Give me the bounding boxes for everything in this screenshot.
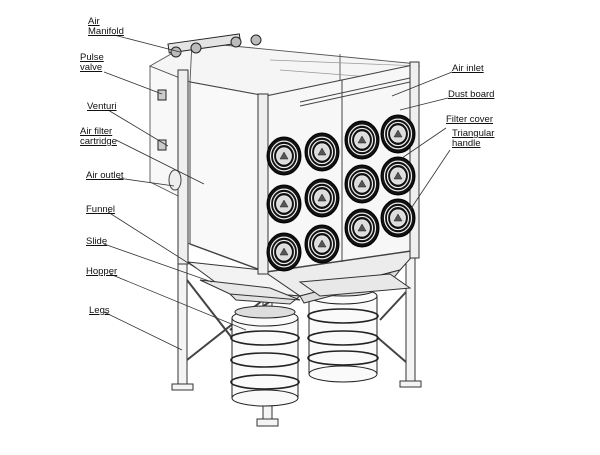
triangular-handle [317,193,327,202]
leader-air-manifold [113,34,181,53]
label-air-outlet: Air outlet [86,170,124,181]
leader-dust-board [399,97,449,111]
leader-venturi [107,109,169,147]
filter-cover [380,156,416,196]
triangular-handle [279,151,289,160]
leader-slide [103,243,213,283]
label-triangular-handle: Triangular handle [452,128,495,149]
foot-plate-right [399,380,422,388]
triangular-handle [393,129,403,138]
triangular-handle [279,199,289,208]
triangular-handle [357,179,367,188]
foot-plate-center [256,418,279,427]
filter-cover [380,114,416,154]
filter-cover-grid [266,114,416,272]
filter-cover [344,164,380,204]
triangular-handle [317,147,327,156]
column-front-center [257,93,269,275]
label-pulse-valve: Pulse valve [80,52,104,73]
pulse-valve-head [190,42,202,54]
leader-air-filter-cartridge [115,139,205,185]
label-air-filter-cartridge: Air filter cartridge [80,126,117,147]
filter-cover [304,178,340,218]
triangular-handle [393,171,403,180]
leader-filter-cover [401,127,447,159]
triangular-handle [357,135,367,144]
leader-air-outlet [117,177,175,187]
filter-cover [344,120,380,160]
triangular-handle [279,247,289,256]
filter-cover [266,136,302,176]
filter-cover [344,208,380,248]
filter-cover [304,132,340,172]
leg-front-right [405,257,416,385]
pulse-valve-head [250,34,262,46]
leader-hopper [109,273,247,331]
label-air-inlet: Air inlet [452,63,484,74]
slide-plate [199,273,412,301]
label-legs: Legs [89,305,110,316]
label-funnel: Funnel [86,204,116,215]
label-slide: Slide [86,236,108,247]
pulse-valve-head [230,36,242,48]
label-dust-board: Dust board [448,89,495,100]
filter-cover [266,184,302,224]
foot-plate-left [171,383,194,391]
leader-air-inlet [391,71,453,97]
filter-cover [380,198,416,238]
leader-triangular-handle [409,149,451,211]
column-front-left [177,69,189,265]
triangular-handle [357,223,367,232]
leader-legs [103,311,183,351]
filter-cover [304,224,340,264]
air-outlet [168,169,182,191]
column-front-right [409,61,420,259]
filter-cover [266,232,302,272]
leader-pulse-valve [103,71,163,95]
frame-columns [177,61,420,275]
pulse-valve-head [170,46,182,58]
leader-lines [103,34,453,351]
dust-board [299,77,411,107]
air-manifold [157,33,262,151]
hopper-drums [230,283,379,407]
leg-front-left [177,261,188,389]
label-air-manifold: Air Manifold [88,16,124,37]
label-filter-cover: Filter cover [446,114,493,125]
label-venturi: Venturi [87,101,117,112]
leader-funnel [107,211,197,269]
label-hopper: Hopper [86,266,118,277]
triangular-handle [393,213,403,222]
drum-left [230,305,300,407]
triangular-handle [317,239,327,248]
